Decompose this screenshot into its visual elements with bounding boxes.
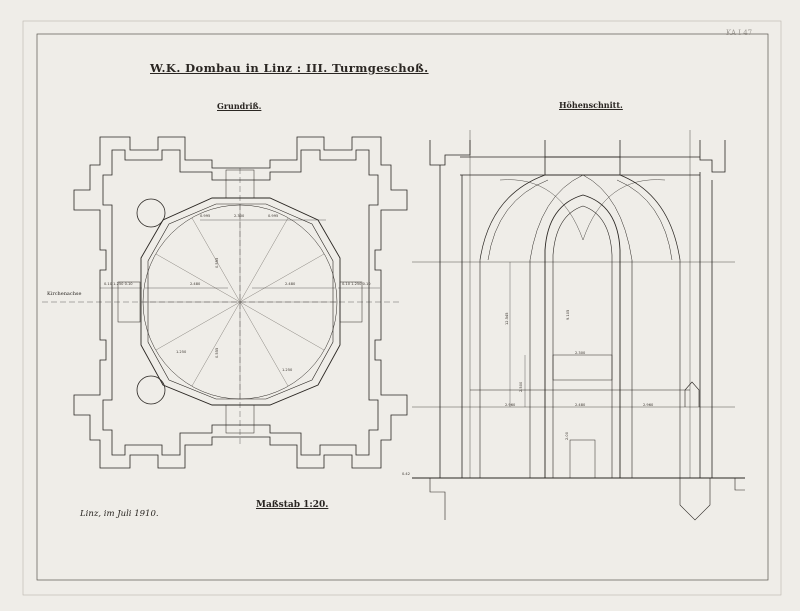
plan-dim-top-a: 0.995	[200, 214, 211, 218]
drawing-title: W.K. Dombau in Linz : III. Turmgeschoß.	[150, 61, 429, 75]
section-view	[412, 130, 745, 521]
plan-dim-mid-left: 2.480	[190, 282, 201, 286]
plan-dim-top-c: 0.995	[268, 214, 279, 218]
section-label: Höhenschnitt.	[559, 100, 623, 110]
plan-dim-vert-bottom: 0.555	[215, 347, 219, 358]
section-dim-span-right: 2.960	[643, 403, 654, 407]
stair-circle-top-left	[136, 198, 166, 228]
plan-dim-vert-top: 0.555	[215, 257, 219, 268]
section-dim-span-left: 2.960	[505, 403, 516, 407]
section-dim-opening-width: 2.300	[575, 351, 586, 355]
scale-label: Maßstab 1:20.	[256, 500, 329, 510]
archive-number: KA I 47	[726, 29, 753, 37]
section-dim-span-mid: 2.480	[575, 403, 586, 407]
section-dim-height-arch: 9.105	[566, 309, 570, 320]
section-dim-base-level: 0.42	[402, 472, 411, 476]
plan-dim-left-side: 0.10 1.250 0.10	[104, 282, 133, 286]
plan-dim-top-b: 2.300	[234, 214, 245, 218]
date-signature: Linz, im Juli 1910.	[80, 509, 159, 519]
plan-dim-mid-right: 2.480	[285, 282, 296, 286]
plan-dim-right-side: 0.10 1.250 0.10	[342, 282, 371, 286]
plan-dim-diag-1: 1.250	[176, 350, 187, 354]
floor-plan	[42, 136, 408, 469]
outer-border	[22, 20, 782, 596]
section-dim-height-door: 2.00	[565, 431, 569, 440]
stair-circle-bottom-left	[136, 375, 166, 405]
section-dim-height-low: 2.500	[519, 381, 523, 392]
section-dim-height-total: 12.545	[505, 312, 509, 325]
church-axis-label: Kirchenachse	[47, 291, 82, 297]
plan-dim-diag-2: 1.250	[282, 368, 293, 372]
inner-border	[36, 33, 769, 581]
plan-label: Grundriß.	[217, 101, 262, 111]
